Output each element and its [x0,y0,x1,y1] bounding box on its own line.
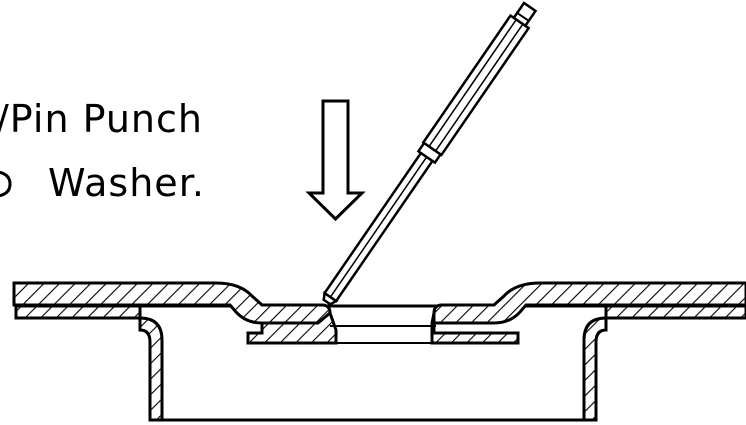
lower-flange [14,304,746,320]
pin-punch-tool [322,1,538,306]
clipped-glyph-fragment [0,170,12,198]
washer-label: Washer. [48,161,205,205]
washer [246,310,520,345]
upper-plate [12,281,746,325]
pin-punch-label: /Pin Punch [0,97,203,141]
housing-cup [138,316,608,422]
down-arrow [305,99,366,222]
